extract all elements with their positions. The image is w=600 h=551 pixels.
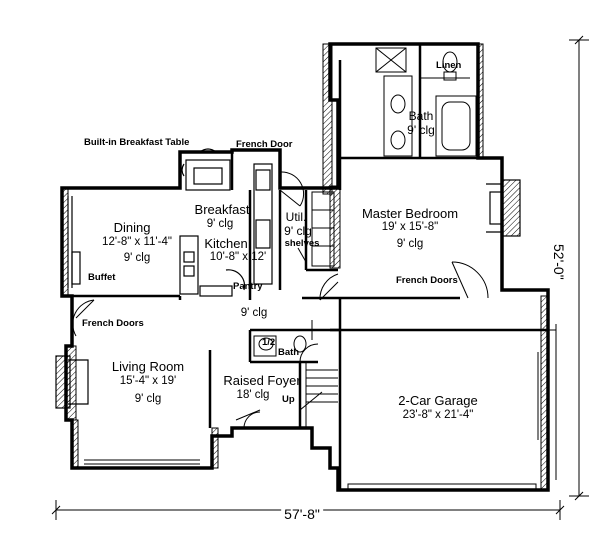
master-bedroom-size: 19' x 15'-8" (381, 221, 439, 233)
bath-name: Bath (408, 109, 434, 123)
breakfast-built-in-table (181, 148, 231, 191)
raised-foyer-ceiling: 18' clg (236, 389, 270, 401)
wall-hatching (61, 43, 549, 491)
breakfast-french-door (279, 171, 305, 207)
living-bay-window (84, 459, 200, 465)
foyer-stairs (235, 362, 338, 429)
living-french-doors (72, 299, 95, 337)
utility-shelves (297, 191, 335, 267)
half-bath-line1: 1/2 (262, 337, 276, 348)
master-french-doors-callout: French Doors (396, 275, 458, 286)
master-bath-fixtures (375, 47, 477, 157)
master-bedroom-doors (319, 261, 489, 301)
util-name: Util. (285, 210, 307, 224)
breakfast-name: Breakfast (194, 202, 250, 217)
dining-ceiling: 9' clg (123, 252, 151, 264)
master-fireplace (486, 179, 521, 237)
overall-depth-dimension: 52'-0" (551, 244, 567, 280)
breakfast-ceiling: 9' clg (206, 218, 234, 230)
bath-ceiling: 9' clg (407, 123, 435, 137)
garage-name: 2-Car Garage (398, 393, 478, 408)
buffet-callout: Buffet (88, 272, 116, 283)
dining-bay-window (67, 196, 81, 288)
garage-size: 23'-8" x 21'-4" (402, 409, 474, 421)
dining-name: Dining (113, 220, 151, 235)
dining-size: 12'-8" x 11'-4" (102, 236, 172, 248)
kitchen-size: 10'-8" x 12' (209, 251, 267, 263)
util-ceiling: 9' clg (284, 224, 312, 238)
living-room-ceiling: 9' clg (134, 393, 162, 405)
overall-width-dimension: 57'-8" (281, 507, 323, 521)
living-french-doors-callout: French Doors (82, 318, 144, 329)
master-bedroom-name: Master Bedroom (361, 206, 459, 221)
interior-walls (72, 44, 548, 490)
living-fireplace (55, 355, 89, 409)
garage-details (347, 324, 557, 491)
french-door-callout: French Door (236, 139, 293, 150)
stairs-up-label: Up (282, 394, 295, 405)
hall-ceiling: 9' clg (240, 307, 268, 319)
kitchen-counters (179, 163, 273, 297)
raised-foyer-name: Raised Foyer (223, 373, 301, 388)
overall-depth-dimension-line (569, 35, 589, 501)
master-bedroom-ceiling: 9' clg (396, 238, 424, 250)
living-room-size: 15'-4" x 19' (119, 375, 177, 387)
kitchen-name: Kitchen (204, 236, 248, 251)
half-bath-line2: Bath (278, 347, 300, 358)
living-room-name: Living Room (111, 359, 185, 374)
pantry-label: Pantry (233, 281, 263, 292)
linen-label: Linen (436, 60, 462, 71)
half-bath-fixtures (253, 320, 319, 363)
breakfast-table-callout: Built-in Breakfast Table (84, 137, 190, 148)
util-shelves: shelves (284, 238, 320, 249)
